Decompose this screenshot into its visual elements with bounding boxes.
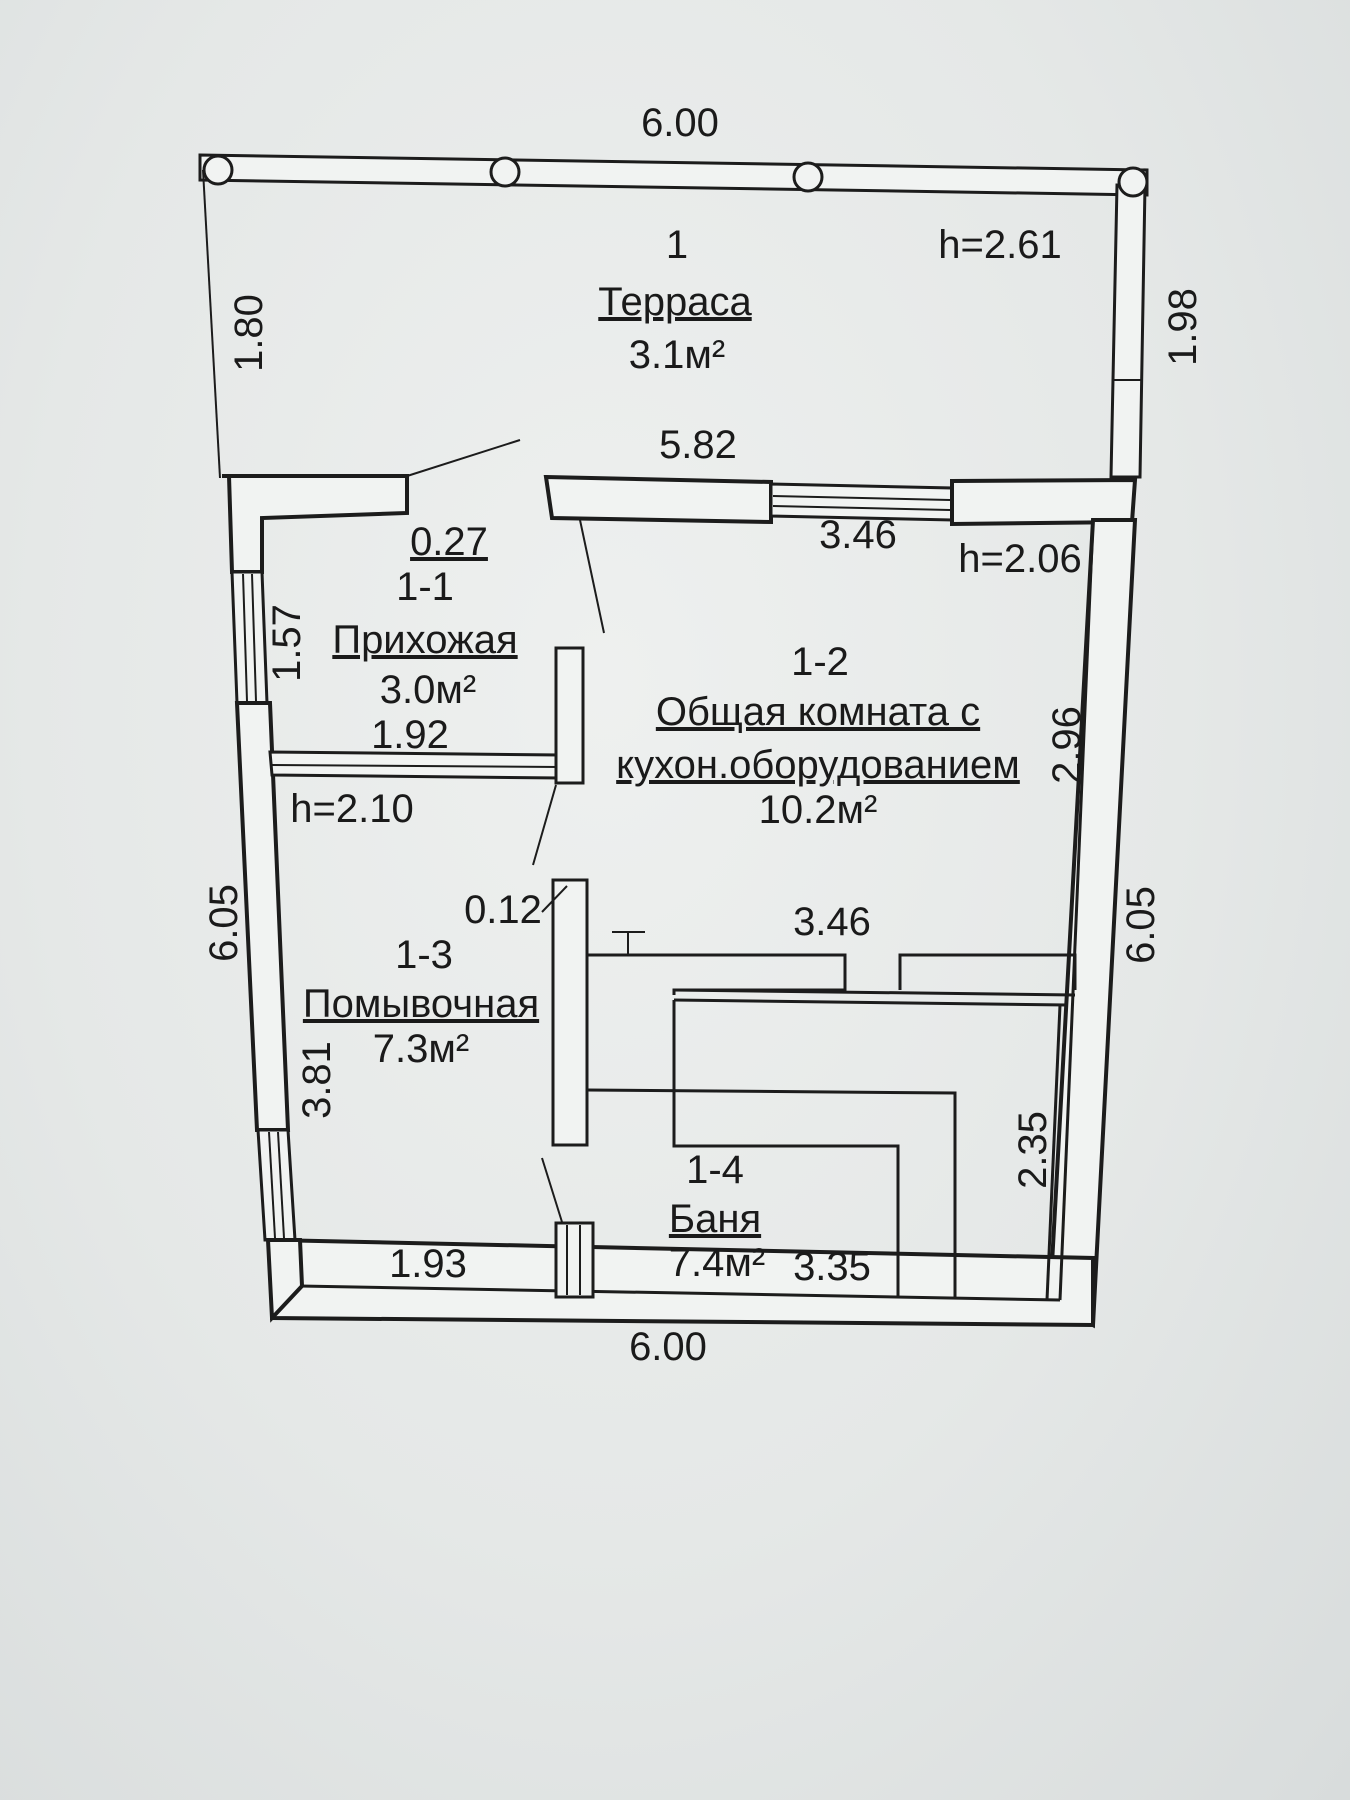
washroom-area: 7.3м² [373, 1027, 469, 1071]
interior-walls [268, 646, 1077, 1301]
entrance-door-leaf [403, 439, 521, 478]
partition-vertical-upper [554, 646, 585, 785]
partition-vertical-lower [554, 1221, 595, 1299]
terrace-name: Терраса [598, 280, 752, 324]
partition-vertical-middle [551, 878, 589, 1147]
window-left-lower [256, 1128, 297, 1242]
terrace-height: h=2.61 [938, 223, 1061, 267]
terrace-depth-right-label: 1.98 [1161, 288, 1205, 366]
wall-top-left [222, 474, 409, 574]
terrace-area: 3.1м² [629, 333, 725, 377]
washroom-wall-gap-label: 0.12 [464, 888, 542, 932]
sauna-door-leaf [541, 1157, 563, 1223]
common-room-area: 10.2м² [759, 788, 878, 832]
sauna-name: Баня [669, 1197, 761, 1241]
terrace-edge-left [202, 169, 221, 479]
doors [403, 439, 605, 1223]
terrace-column [489, 156, 521, 188]
wall-top-middle [543, 474, 773, 525]
washroom-number: 1-3 [395, 933, 453, 977]
house-window-width-label: 3.46 [819, 513, 897, 557]
hallway-width-label: 1.92 [371, 713, 449, 757]
hallway-door-leaf [579, 519, 605, 634]
house-height-label: h=2.06 [958, 537, 1081, 581]
sauna-bench-inner [672, 1000, 900, 1298]
window-left-upper [230, 570, 269, 705]
terrace-depth-left-label: 1.80 [227, 294, 271, 372]
common-room-name-line2: кухон.оборудованием [616, 743, 1020, 787]
terrace-column [792, 161, 824, 193]
washroom-door-leaf [532, 784, 557, 866]
washroom-depth-label: 3.81 [295, 1041, 339, 1119]
sauna-bench-middle [586, 1088, 957, 1298]
common-room-number: 1-2 [791, 640, 849, 684]
outer-walls [222, 474, 1138, 1329]
sauna-wall-top [587, 953, 847, 995]
washroom-width-label: 1.93 [389, 1242, 467, 1286]
terrace-column [1117, 166, 1149, 198]
hallway-name: Прихожая [332, 618, 517, 662]
terrace-railing-top [198, 153, 1149, 197]
sauna-width-label: 3.35 [793, 1245, 871, 1289]
washroom-door-leaf-2 [541, 885, 568, 913]
washroom-height-label: h=2.10 [290, 787, 413, 831]
hallway-door-offset-label: 0.27 [410, 520, 488, 564]
hallway-number: 1-1 [396, 565, 454, 609]
house-depth-left-label: 6.05 [202, 884, 246, 962]
house-wall-length-label: 5.82 [659, 423, 737, 467]
common-room-width-bottom-label: 3.46 [793, 900, 871, 944]
house-depth-right-label: 6.05 [1119, 886, 1163, 964]
terrace-column [202, 154, 234, 186]
terrace-number: 1 [666, 223, 688, 267]
house-width-bottom-label: 6.00 [629, 1325, 707, 1369]
hallway-area: 3.0м² [380, 668, 476, 712]
sauna-number: 1-4 [686, 1148, 744, 1192]
wall-top-right [950, 477, 1138, 527]
common-room-depth-label: 2.96 [1045, 706, 1089, 784]
sauna-area: 7.4м² [669, 1241, 765, 1285]
sauna-bench-outer [1045, 1004, 1062, 1301]
washroom-name: Помывочная [303, 982, 539, 1026]
terrace-railing-right [1109, 183, 1147, 479]
hallway-depth-label: 1.57 [265, 604, 309, 682]
terrace-width-label: 6.00 [641, 101, 719, 145]
sauna-depth-label: 2.35 [1011, 1111, 1055, 1189]
terrace [198, 153, 1149, 479]
common-room-name-line1: Общая комната с [656, 690, 980, 734]
